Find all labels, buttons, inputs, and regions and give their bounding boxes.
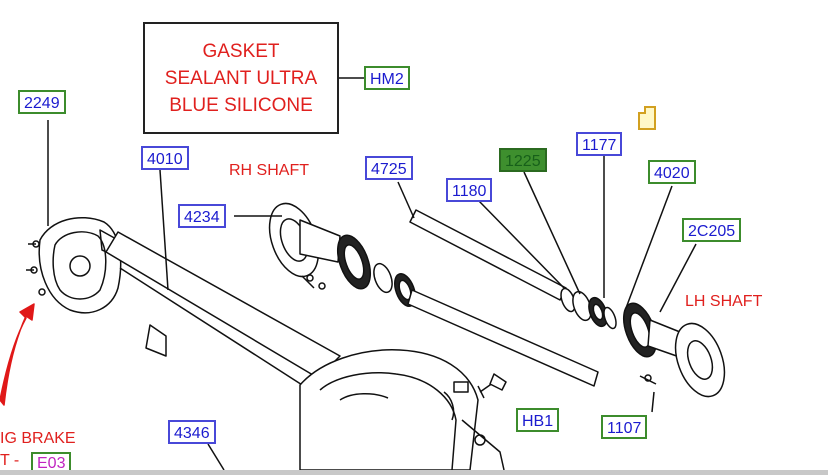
callout-4725[interactable]: 4725 <box>365 156 413 180</box>
callout-2249[interactable]: 2249 <box>18 90 66 114</box>
differential-carrier <box>299 349 505 471</box>
sealant-note-line-1: GASKET <box>202 40 280 62</box>
callout-1180[interactable]: 1180 <box>446 178 493 202</box>
callout-1225[interactable]: 1225 <box>499 148 547 172</box>
sealant-note-line-3: BLUE SILICONE <box>169 94 313 116</box>
callout-4346[interactable]: 4346 <box>168 420 216 444</box>
leader-lines <box>47 77 697 471</box>
rh-shaft-assembly <box>268 202 599 387</box>
brake-label-fragment: IG BRAKE <box>0 430 76 447</box>
note-icon[interactable] <box>638 106 656 130</box>
callout-e03[interactable]: E03 <box>31 452 72 472</box>
sealant-note-line-2: SEALANT ULTRA <box>164 67 318 89</box>
axle-housing-tube <box>105 231 341 391</box>
callout-1107[interactable]: 1107 <box>601 415 648 439</box>
brake-backing-plate <box>26 217 122 314</box>
bottom-scrollbar[interactable] <box>0 470 828 475</box>
sealant-note-box: GASKET SEALANT ULTRA BLUE SILICONE <box>143 22 339 134</box>
callout-2c205[interactable]: 2C205 <box>682 218 742 242</box>
lh-shaft-label: LH SHAFT <box>685 293 763 310</box>
callout-4010[interactable]: 4010 <box>141 146 189 170</box>
callout-hm2[interactable]: HM2 <box>364 66 410 90</box>
rh-shaft-label: RH SHAFT <box>229 162 309 179</box>
callout-4020[interactable]: 4020 <box>648 160 696 184</box>
lh-shaft-assembly <box>409 209 726 398</box>
callout-1177[interactable]: 1177 <box>576 132 623 156</box>
brake-label-fragment-2: T - <box>0 452 20 469</box>
hb1-bolt <box>477 373 507 399</box>
red-arrow-icon <box>0 303 35 406</box>
callout-4234[interactable]: 4234 <box>178 204 226 228</box>
callout-hb1[interactable]: HB1 <box>516 408 560 432</box>
